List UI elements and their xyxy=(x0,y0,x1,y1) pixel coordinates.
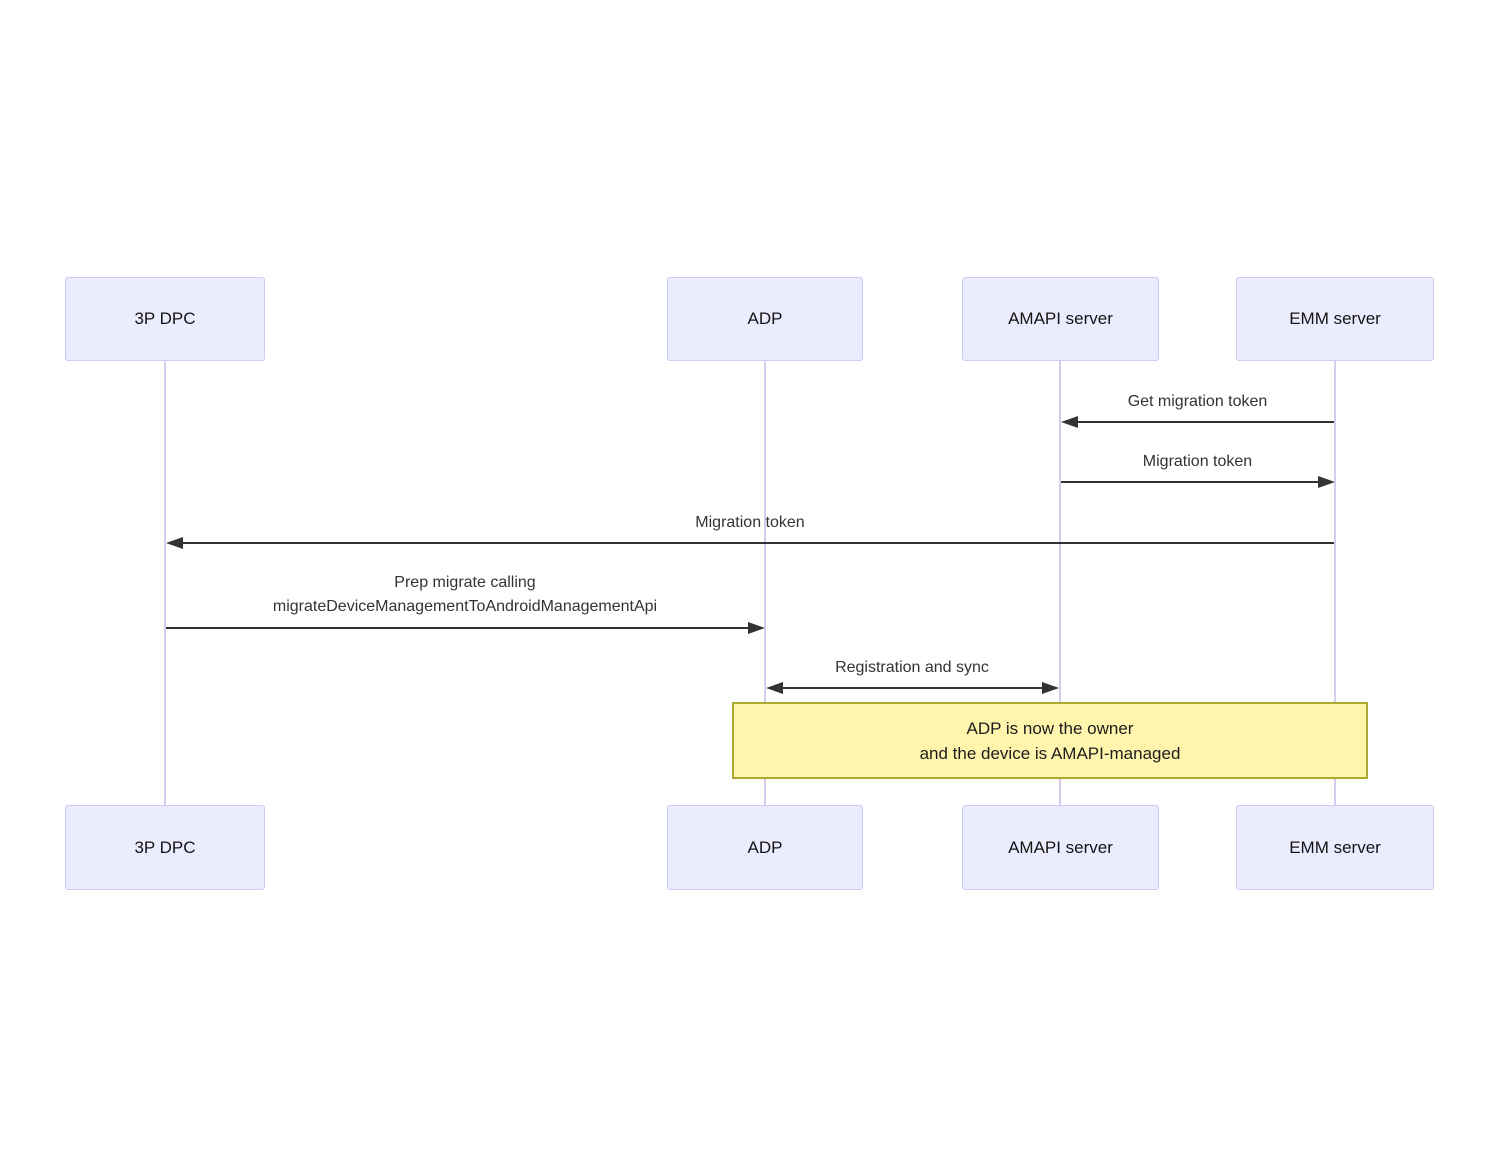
actor-top-emm-server: EMM server xyxy=(1236,277,1434,361)
actor-label: AMAPI server xyxy=(1008,837,1113,857)
message-label-line1: Prep migrate calling xyxy=(394,574,536,591)
message-label-migration-token-to-emm: Migration token xyxy=(1142,453,1253,470)
message-arrow-migration-token-to-emm xyxy=(1061,481,1319,483)
lifeline-adp xyxy=(764,361,766,805)
lifeline-3p-dpc xyxy=(164,361,166,805)
actor-label: EMM server xyxy=(1289,309,1381,328)
actor-label: 3P DPC xyxy=(134,309,196,328)
note-line2: and the device is AMAPI-managed xyxy=(919,743,1181,763)
message-arrow-prep-migrate xyxy=(166,627,750,629)
actor-top-adp: ADP xyxy=(667,277,863,361)
arrowhead-left-icon xyxy=(166,537,183,549)
note-line1: ADP is now the owner xyxy=(966,718,1134,738)
message-label-migration-token-to-dpc: Migration token xyxy=(695,514,805,531)
actor-top-3p-dpc: 3P DPC xyxy=(65,277,265,361)
actor-bottom-3p-dpc: 3P DPC xyxy=(65,805,265,890)
message-arrow-registration-and-sync xyxy=(776,687,1049,689)
arrowhead-left-icon xyxy=(1061,416,1078,428)
actor-label: ADP xyxy=(747,837,783,857)
actor-label: AMAPI server xyxy=(1008,309,1113,328)
actor-label: ADP xyxy=(747,309,783,328)
arrowhead-right-icon xyxy=(1042,682,1059,694)
actor-bottom-adp: ADP xyxy=(667,805,863,890)
actor-bottom-amapi-server: AMAPI server xyxy=(962,805,1159,890)
lifeline-emm-server xyxy=(1334,361,1336,805)
message-label-registration-and-sync: Registration and sync xyxy=(835,659,989,676)
message-label-line2: migrateDeviceManagementToAndroidManageme… xyxy=(272,598,658,615)
lifeline-amapi-server xyxy=(1059,361,1061,805)
message-label-prep-migrate: Prep migrate calling migrateDeviceManage… xyxy=(115,571,815,619)
message-label-get-migration-token: Get migration token xyxy=(1127,393,1268,410)
actor-label: 3P DPC xyxy=(134,837,196,857)
actor-top-amapi-server: AMAPI server xyxy=(962,277,1159,361)
message-arrow-migration-token-to-dpc xyxy=(176,542,1334,544)
arrowhead-right-icon xyxy=(1318,476,1335,488)
actor-bottom-emm-server: EMM server xyxy=(1236,805,1434,890)
actor-label: EMM server xyxy=(1289,837,1381,857)
message-arrow-get-migration-token xyxy=(1070,421,1334,423)
arrowhead-left-icon xyxy=(766,682,783,694)
note-box: ADP is now the owner and the device is A… xyxy=(732,702,1368,779)
arrowhead-right-icon xyxy=(748,622,765,634)
